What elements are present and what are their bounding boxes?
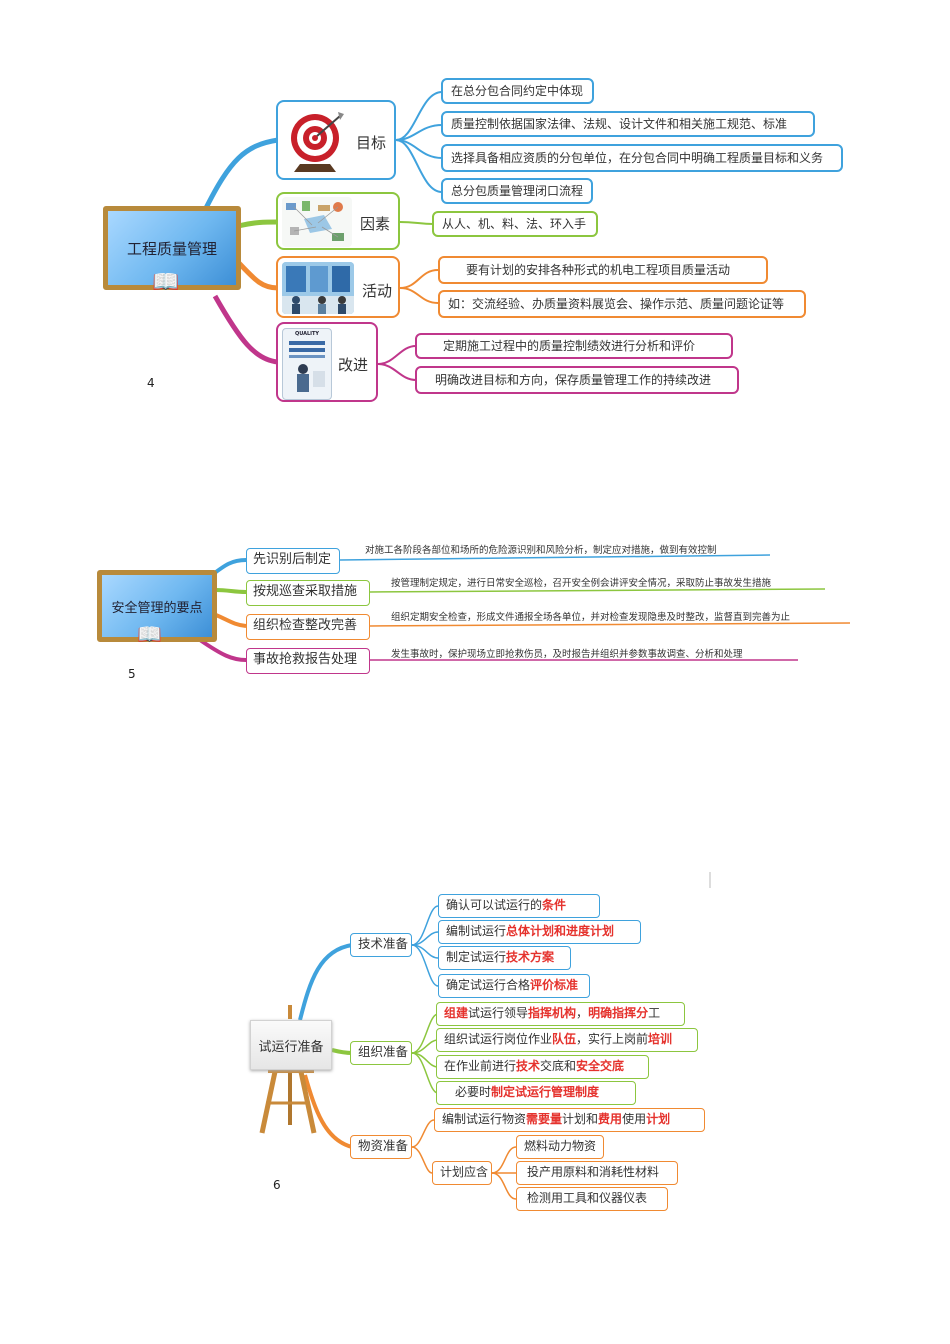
figure-number: 6 <box>273 1178 281 1192</box>
item-text: 确认可以试运行的 <box>446 898 543 912</box>
open-book-icon: 📖 <box>137 622 162 646</box>
branch-label: 活动 <box>362 282 393 300</box>
factors-item: 从人、机、料、法、环入手 <box>432 211 598 237</box>
activity-photo-icon <box>282 262 354 314</box>
item-text: 在作业前进行 <box>444 1059 517 1073</box>
center-board-safety: 安全管理的要点 <box>97 570 217 642</box>
highlight-text: 需要量 <box>526 1112 563 1126</box>
highlight-text: 计划 <box>646 1112 671 1126</box>
safety-note: 对施工各阶段各部位和场所的危险源识别和风险分析，制定应对措施，做到有效控制 <box>365 545 717 556</box>
organization-item: 组建试运行领导指挥机构，明确指挥分工 <box>436 1002 685 1026</box>
safety-branch[interactable]: 事故抢救报告处理 <box>246 648 370 674</box>
plan-item: 投产用原料和消耗性材料 <box>516 1161 678 1185</box>
item-text: 编制试运行 <box>446 924 507 938</box>
organization-item: 必要时制定试运行管理制度 <box>436 1081 636 1105</box>
open-book-icon: 📖 <box>152 270 180 295</box>
highlight-text: 明确指挥分 <box>588 1006 649 1020</box>
improve-item: 定期施工过程中的质量控制绩效进行分析和评价 <box>415 333 733 359</box>
branch-label: 改进 <box>338 356 369 374</box>
activity-item: 要有计划的安排各种形式的机电工程项目质量活动 <box>438 256 768 284</box>
quality-poster-icon: QUALITY <box>282 328 332 400</box>
highlight-text: 评价标准 <box>530 978 579 992</box>
technical-item: 制定试运行技术方案 <box>438 946 571 970</box>
center-board-trial-run: 试运行准备 <box>250 1020 332 1070</box>
item-text: ， <box>576 1006 589 1020</box>
branch-label: 目标 <box>356 134 387 152</box>
safety-branch[interactable]: 组织检查整改完善 <box>246 614 370 640</box>
figure-number: 4 <box>147 376 155 390</box>
technical-item: 编制试运行总体计划和进度计划 <box>438 920 641 944</box>
activity-item: 如：交流经验、办质量资料展览会、操作示范、质量问题论证等 <box>438 290 806 318</box>
highlight-text: 队伍 <box>552 1032 577 1046</box>
highlight-text: 安全交底 <box>576 1059 625 1073</box>
center-label: 试运行准备 <box>258 1039 324 1055</box>
branch-factors[interactable]: 因素 <box>276 192 400 250</box>
center-label: 工程质量管理 <box>126 239 217 258</box>
target-icon <box>282 108 348 172</box>
safety-note: 发生事故时，保护现场立即抢救伤员，及时报告并组织并参数事故调查、分析和处理 <box>391 649 743 660</box>
highlight-text: 总体计划和进度计划 <box>506 924 615 938</box>
item-text: 编制试运行物资 <box>442 1112 527 1126</box>
item-text: 必要时 <box>455 1085 492 1099</box>
item-text: 制定试运行 <box>446 950 507 964</box>
highlight-text: 条件 <box>542 898 567 912</box>
safety-note: 组织定期安全检查，形成文件通报全场各单位，并对检查发现隐患及时整改，监督直到完善… <box>391 612 791 623</box>
item-text: 使用 <box>622 1112 647 1126</box>
highlight-text: 制定试运行管理制度 <box>491 1085 600 1099</box>
branch-label: 因素 <box>360 215 391 233</box>
item-text: 试运行领导 <box>468 1006 529 1020</box>
improve-item: 明确改进目标和方向，保存质量管理工作的持续改进 <box>415 366 739 394</box>
plan-includes[interactable]: 计划应含 <box>432 1161 492 1185</box>
trial-branch-organization[interactable]: 组织准备 <box>350 1041 412 1065</box>
organization-item: 在作业前进行技术交底和安全交底 <box>436 1055 649 1079</box>
highlight-text: 技术 <box>516 1059 541 1073</box>
item-text: 交底和 <box>540 1059 577 1073</box>
item-text: 工 <box>648 1006 661 1020</box>
highlight-text: 费用 <box>598 1112 623 1126</box>
plan-item: 燃料动力物资 <box>516 1135 604 1159</box>
safety-branch[interactable]: 先识别后制定 <box>246 548 340 574</box>
figure-number: 5 <box>128 667 136 681</box>
item-text: 组织试运行岗位作业 <box>444 1032 553 1046</box>
trial-branch-materials[interactable]: 物资准备 <box>350 1135 412 1159</box>
technical-item: 确认可以试运行的条件 <box>438 894 600 918</box>
highlight-text: 技术方案 <box>506 950 555 964</box>
center-board-quality: 工程质量管理 <box>103 206 241 290</box>
item-text: 确定试运行合格 <box>446 978 531 992</box>
materials-item: 编制试运行物资需要量计划和费用使用计划 <box>434 1108 705 1132</box>
factors-illustration-icon <box>282 197 352 247</box>
goal-item: 总分包质量管理闭口流程 <box>441 178 593 204</box>
technical-item: 确定试运行合格评价标准 <box>438 974 590 998</box>
item-text: ，实行上岗前 <box>576 1032 649 1046</box>
center-label: 安全管理的要点 <box>111 600 203 616</box>
item-text: 计划和 <box>562 1112 599 1126</box>
highlight-text: 组建 <box>444 1006 469 1020</box>
highlight-text: 培训 <box>648 1032 673 1046</box>
trial-branch-technical[interactable]: 技术准备 <box>350 933 412 957</box>
plan-item: 检测用工具和仪器仪表 <box>516 1187 668 1211</box>
branch-goal[interactable]: 目标 <box>276 100 396 180</box>
goal-item: 质量控制依据国家法律、法规、设计文件和相关施工规范、标准 <box>441 111 815 137</box>
goal-item: 在总分包合同约定中体现 <box>441 78 594 104</box>
branch-activity[interactable]: 活动 <box>276 256 400 318</box>
branch-improve[interactable]: QUALITY 改进 <box>276 322 378 402</box>
easel-icon <box>258 1005 338 1135</box>
poster-title: QUALITY <box>294 331 320 337</box>
organization-item: 组织试运行岗位作业队伍，实行上岗前培训 <box>436 1028 698 1052</box>
highlight-text: 指挥机构 <box>528 1006 577 1020</box>
safety-branch[interactable]: 按规巡查采取措施 <box>246 580 370 606</box>
safety-note: 按管理制定规定，进行日常安全巡检，召开安全例会讲评安全情况，采取防止事故发生措施 <box>391 578 772 589</box>
goal-item: 选择具备相应资质的分包单位，在分包合同中明确工程质量目标和义务 <box>441 144 843 172</box>
